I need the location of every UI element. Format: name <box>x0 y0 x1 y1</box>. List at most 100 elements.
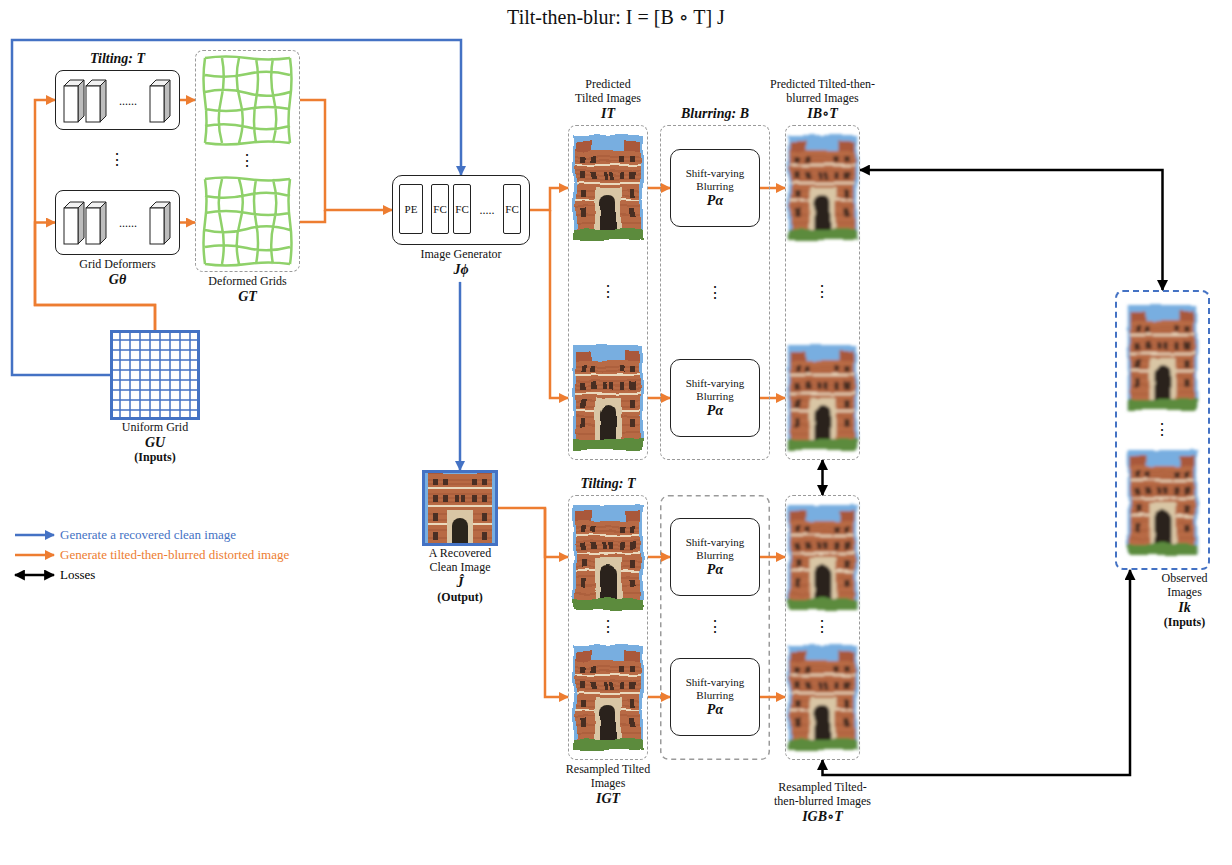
legend-text: Generate tilted-then-blurred distorted i… <box>60 547 289 563</box>
node-text: Gθ <box>109 272 126 288</box>
connector <box>460 282 461 470</box>
connector-line <box>300 100 392 210</box>
fc-layer: FC <box>503 184 521 234</box>
ellipsis: ...... <box>119 95 137 107</box>
connector <box>35 223 155 331</box>
node-text: GT <box>238 289 257 305</box>
blur-box: Shift-varying BlurringPα <box>670 518 760 596</box>
node-text: Deformed Grids <box>208 275 286 289</box>
node-text: Pα <box>707 193 723 209</box>
connector-line <box>760 397 785 400</box>
text-group: FC <box>504 185 520 233</box>
connector-line <box>459 282 462 470</box>
connector <box>760 398 785 399</box>
connector-line <box>550 210 568 398</box>
connector <box>12 40 461 375</box>
uniform-grid: Uniform GridGU(Inputs) <box>110 330 200 420</box>
node-text: Observed Images <box>1154 572 1216 600</box>
vertical-ellipsis: ⋮ <box>814 284 830 300</box>
connector <box>530 188 568 398</box>
connector-line <box>648 556 670 559</box>
connector-line <box>12 40 461 375</box>
node-text: IGT <box>596 791 620 807</box>
node-text: Tilting: T <box>580 476 635 492</box>
node-text: PE <box>405 203 418 216</box>
node-text: (Output) <box>437 591 482 605</box>
fc-layer: FC <box>453 184 471 234</box>
text-group: A Recovered Clean ImageĴ(Output) <box>425 547 495 604</box>
figure-title: Tilt-then-blur: I = [B ∘ T] J <box>507 6 725 29</box>
blur-box: Shift-varying BlurringPα <box>670 149 760 227</box>
connector <box>822 460 823 495</box>
node-text: FC <box>433 203 446 216</box>
text-group: Shift-varying BlurringPα <box>671 659 759 735</box>
node-text: Shift-varying Blurring <box>673 536 757 561</box>
connector-line <box>530 188 568 210</box>
text-group: Shift-varying BlurringPα <box>671 150 759 226</box>
node-text: IT <box>601 106 615 122</box>
connector-line <box>35 223 155 331</box>
ellipsis: ..... <box>480 204 495 216</box>
node-text: Ik <box>1178 600 1190 616</box>
text-group: Tilting: T <box>48 51 188 67</box>
connector-line <box>545 508 568 697</box>
text-group: Uniform GridGU(Inputs) <box>100 421 210 465</box>
connector <box>760 697 785 698</box>
connector-line <box>300 210 325 222</box>
uniform-grid-lines <box>110 330 200 420</box>
vertical-ellipsis: ⋮ <box>1154 422 1170 438</box>
node-text: Jϕ <box>453 262 468 278</box>
vertical-ellipsis: ⋮ <box>109 152 125 168</box>
text-group: Image GeneratorJϕ <box>391 248 531 278</box>
connector <box>648 188 670 189</box>
connector <box>823 570 1131 775</box>
blur-box: Shift-varying BlurringPα <box>670 359 760 437</box>
connector-line <box>760 696 785 699</box>
connector-line <box>760 556 785 559</box>
text-group: Shift-varying BlurringPα <box>671 519 759 595</box>
node-text: Resampled Tilted Images <box>563 763 653 791</box>
vertical-ellipsis: ⋮ <box>600 619 616 635</box>
node-text: IB∘T <box>807 106 838 122</box>
vertical-ellipsis: ⋮ <box>814 619 830 635</box>
text-group: Tilting: T <box>563 476 653 492</box>
grid-deformer-box: Tilting: T <box>55 70 180 130</box>
node-text: Blurring: B <box>681 106 749 122</box>
node-text: Pα <box>707 562 723 578</box>
connector-line <box>823 570 1131 775</box>
node-text: Shift-varying Blurring <box>673 167 757 192</box>
legend-text: Generate a recovered clean image <box>60 527 236 543</box>
node-text: FC <box>455 203 468 216</box>
vertical-ellipsis: ⋮ <box>600 284 616 300</box>
text-group: Resampled Tilted-then-blurred ImagesIGB∘… <box>768 781 878 825</box>
deformed-grids <box>204 57 292 266</box>
vertical-ellipsis: ⋮ <box>239 153 255 169</box>
connector-line <box>35 100 155 330</box>
vertical-ellipsis: ⋮ <box>707 285 723 301</box>
connector <box>648 557 670 558</box>
image-generator-box: Image GeneratorJϕPEFCFCFC <box>392 175 530 245</box>
text-group: FC <box>454 185 470 233</box>
connector <box>300 100 392 222</box>
recovered-image: A Recovered Clean ImageĴ(Output) <box>422 470 498 546</box>
connector-line <box>860 170 1163 290</box>
fc-layer: FC <box>431 184 449 234</box>
node-text: Pα <box>707 702 723 718</box>
node-text: Grid Deformers <box>79 258 155 272</box>
connector <box>180 222 195 223</box>
text-group: Shift-varying BlurringPα <box>671 360 759 436</box>
connector-line <box>821 460 824 495</box>
node-text: IGB∘T <box>802 809 843 825</box>
text-group: Observed ImagesIk(Inputs) <box>1154 572 1216 629</box>
text-group: Grid DeformersGθ <box>48 258 188 288</box>
pe-layer: PE <box>399 184 423 234</box>
node-text: Predicted Tilted Images <box>573 78 643 106</box>
node-text: FC <box>505 203 518 216</box>
connector-line <box>180 99 195 102</box>
connector-line <box>498 508 568 557</box>
node-text: Image Generator <box>421 248 502 262</box>
connector <box>35 100 155 330</box>
connector <box>498 508 568 697</box>
node-text: Tilting: T <box>90 51 145 67</box>
